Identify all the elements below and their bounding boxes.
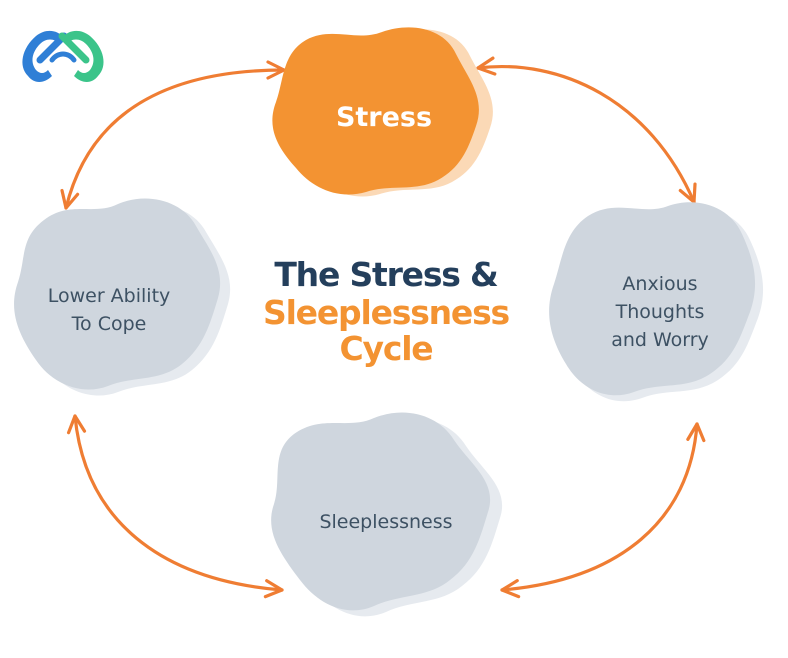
linked-capsules-logo-icon xyxy=(22,30,104,82)
title-line-1: The Stress & xyxy=(274,255,498,294)
title-line-3: Cycle xyxy=(340,329,433,368)
anxious-node: Anxious Thoughts and Worry xyxy=(549,202,764,402)
stress-label: Stress xyxy=(336,102,432,133)
title-line-2: Sleeplessness xyxy=(263,293,510,332)
anxious-label-line2: Thoughts xyxy=(615,301,705,323)
anxious-label-line3: and Worry xyxy=(611,329,709,351)
arrow-stress-to-anxious xyxy=(476,56,697,204)
sleeplessness-node: Sleeplessness xyxy=(271,412,503,617)
arrow-anxious-to-sleeplessness xyxy=(500,422,706,599)
stress-blob xyxy=(272,27,479,195)
anxious-label-line1: Anxious xyxy=(622,273,697,295)
arrow-lower-ability-to-stress xyxy=(60,60,286,210)
arrow-sleeplessness-to-lower-ability xyxy=(66,414,284,599)
cycle-arrows xyxy=(60,56,706,599)
stress-node: Stress xyxy=(272,27,493,197)
diagram-title: The Stress & Sleeplessness Cycle xyxy=(263,255,511,368)
lower-ability-blob xyxy=(14,198,221,390)
sleeplessness-blob xyxy=(271,412,491,611)
lower-ability-label-line2: To Cope xyxy=(71,313,147,335)
lower-ability-label-line1: Lower Ability xyxy=(48,285,171,307)
anxious-blob xyxy=(549,202,756,396)
sleeplessness-label: Sleeplessness xyxy=(319,511,452,533)
lower-ability-node: Lower Ability To Cope xyxy=(14,198,231,396)
